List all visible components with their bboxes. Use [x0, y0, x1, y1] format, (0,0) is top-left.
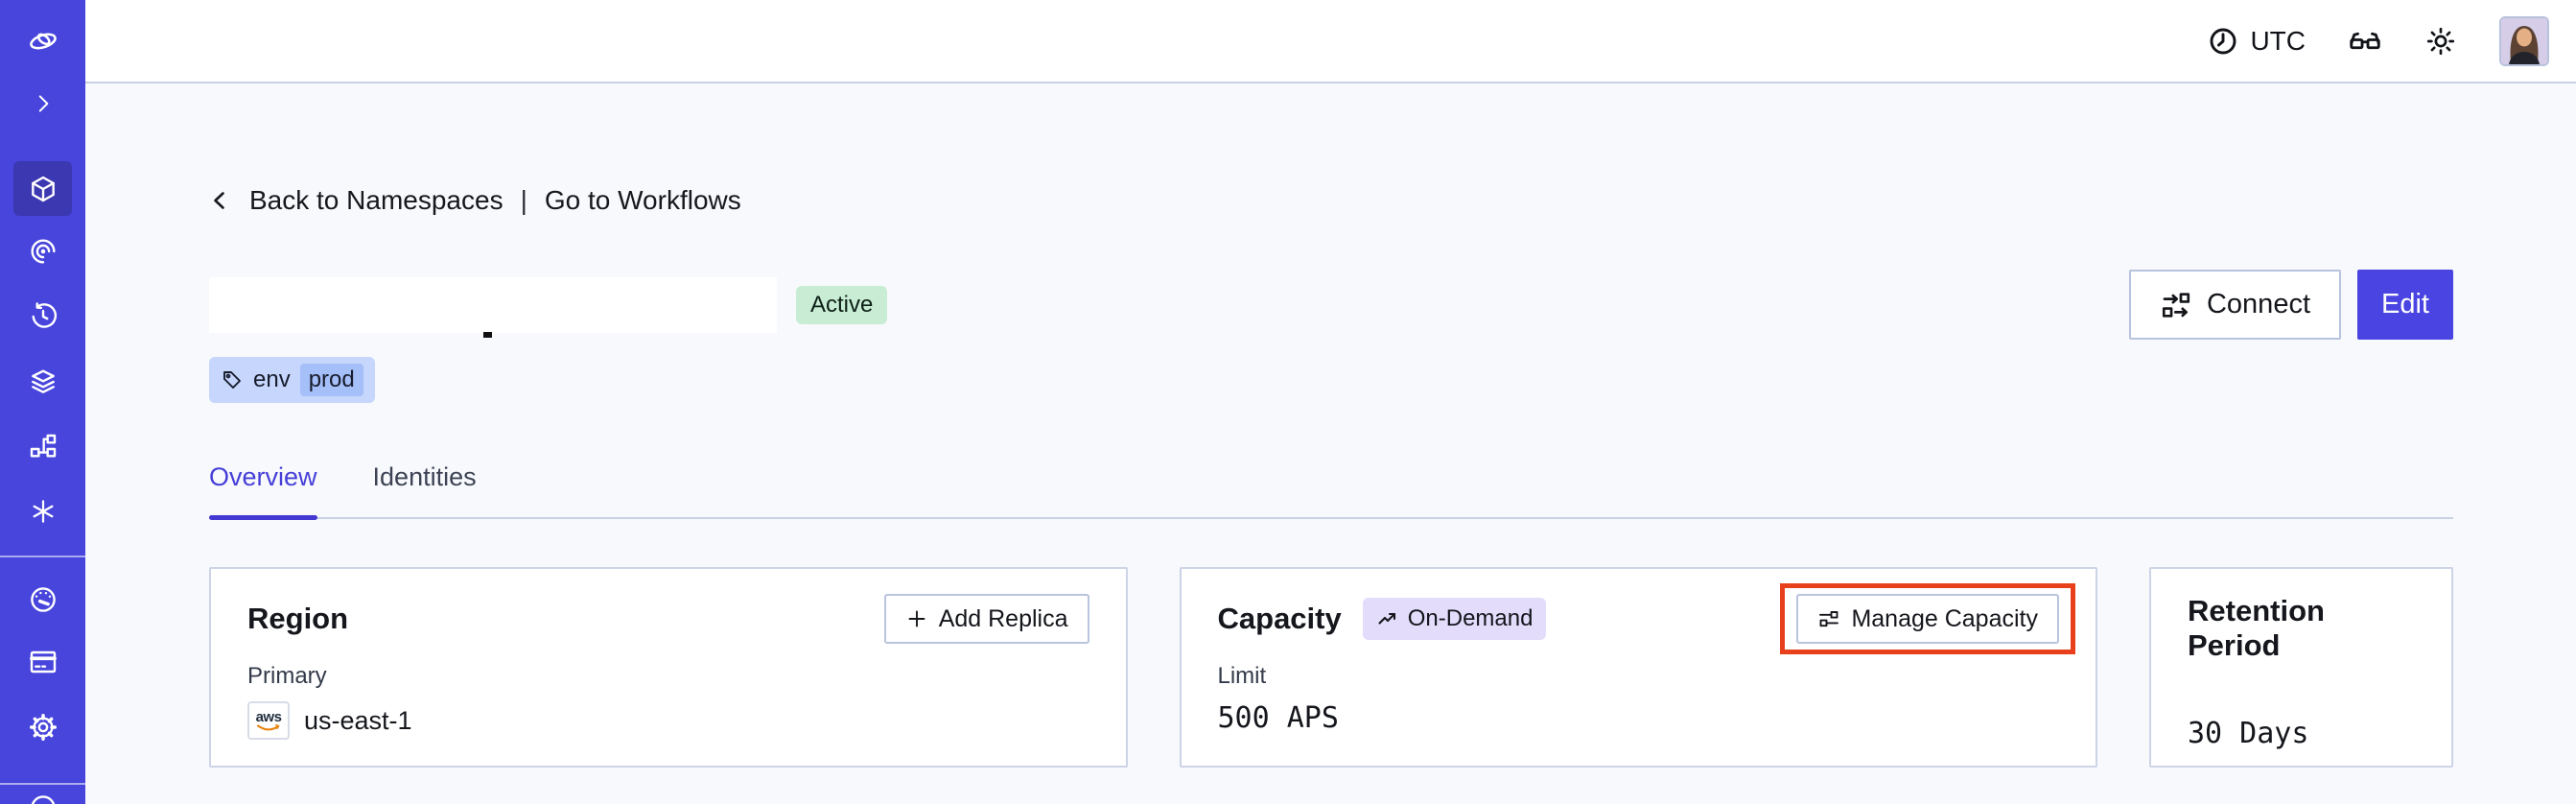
aws-logo-text: aws: [255, 708, 282, 725]
app-sidebar: [0, 0, 85, 804]
add-replica-label: Add Replica: [938, 604, 1068, 632]
region-field-label: Primary: [247, 663, 327, 689]
connect-icon: [2162, 292, 2190, 318]
tab-identities[interactable]: Identities: [372, 462, 477, 491]
namespaces-cube-icon[interactable]: [0, 174, 85, 204]
sun-theme-icon[interactable]: [2424, 25, 2457, 58]
timezone-label: UTC: [2250, 25, 2306, 56]
aws-provider-icon: aws: [247, 701, 290, 740]
nexus-spiral-icon[interactable]: [0, 236, 85, 267]
breadcrumb-separator: |: [520, 185, 527, 215]
capacity-value: 500 APS: [1217, 701, 1339, 735]
namespace-title-redacted: [209, 276, 777, 338]
on-demand-badge-label: On-Demand: [1407, 605, 1534, 631]
breadcrumb[interactable]: Back to Namespaces | Go to Workflows: [209, 185, 741, 216]
action-highlight-box: Manage Capacity: [1780, 583, 2075, 654]
tag-key: env: [253, 367, 291, 392]
sidebar-divider: [0, 556, 85, 557]
namespace-detail-page: Back to Namespaces | Go to Workflows Act…: [85, 85, 2576, 804]
tab-bar: Overview Identities: [209, 462, 2453, 520]
sidebar-divider: [0, 783, 85, 785]
tab-overview[interactable]: Overview: [209, 462, 317, 520]
manage-capacity-label: Manage Capacity: [1851, 604, 2038, 632]
glasses-icon[interactable]: [2348, 24, 2382, 59]
retention-card: Retention Period 30 Days: [2149, 567, 2453, 768]
plus-icon: [908, 610, 925, 627]
timezone-selector[interactable]: UTC: [2208, 26, 2306, 57]
add-replica-button[interactable]: Add Replica: [883, 594, 1089, 644]
trending-up-icon: [1378, 612, 1395, 625]
clock-icon: [2210, 28, 2236, 54]
breadcrumb-back-link[interactable]: Back to Namespaces: [249, 185, 503, 215]
region-value: us-east-1: [304, 705, 412, 735]
region-card: Region Add Replica Primary aws us: [209, 567, 1128, 768]
redacted-text-remnant: [483, 331, 492, 338]
expand-sidebar-chevron-icon[interactable]: [0, 88, 85, 119]
retention-value: 30 Days: [2188, 717, 2309, 750]
deployments-layers-icon[interactable]: [0, 367, 85, 397]
capacity-card: Capacity On-Demand: [1179, 567, 2097, 768]
batch-branch-icon[interactable]: [0, 432, 85, 462]
usage-speedometer-icon[interactable]: [0, 584, 85, 615]
back-chevron-icon: [214, 192, 224, 209]
page-header-row: Active Connect Edit: [209, 270, 2453, 340]
help-circle-icon[interactable]: [0, 792, 85, 804]
region-card-title: Region: [247, 602, 349, 635]
status-badge: Active: [796, 285, 888, 324]
asterisk-icon[interactable]: [0, 496, 85, 527]
tag-value: prod: [299, 364, 363, 396]
tag-row: env prod: [209, 357, 2453, 403]
user-avatar[interactable]: [2499, 15, 2549, 66]
connect-button-label: Connect: [2206, 289, 2310, 319]
sliders-icon: [1819, 611, 1839, 627]
on-demand-badge: On-Demand: [1362, 598, 1547, 640]
breadcrumb-workflows-link[interactable]: Go to Workflows: [544, 185, 741, 215]
overview-cards: Region Add Replica Primary aws us: [209, 567, 2453, 768]
billing-card-icon[interactable]: [0, 647, 85, 677]
tag-icon: [223, 371, 241, 389]
schedules-clock-icon[interactable]: [0, 301, 85, 332]
temporal-logo-icon[interactable]: [0, 25, 85, 58]
settings-gear-icon[interactable]: [0, 712, 85, 743]
connect-button[interactable]: Connect: [2128, 270, 2341, 340]
capacity-field-label: Limit: [1217, 663, 1267, 689]
retention-card-title: Retention Period: [2188, 594, 2325, 662]
edit-button-label: Edit: [2381, 289, 2429, 319]
edit-button[interactable]: Edit: [2357, 270, 2453, 340]
env-tag[interactable]: env prod: [209, 357, 375, 403]
top-bar: UTC: [85, 0, 2576, 83]
capacity-card-title: Capacity: [1217, 602, 1342, 635]
manage-capacity-button[interactable]: Manage Capacity: [1796, 594, 2059, 644]
